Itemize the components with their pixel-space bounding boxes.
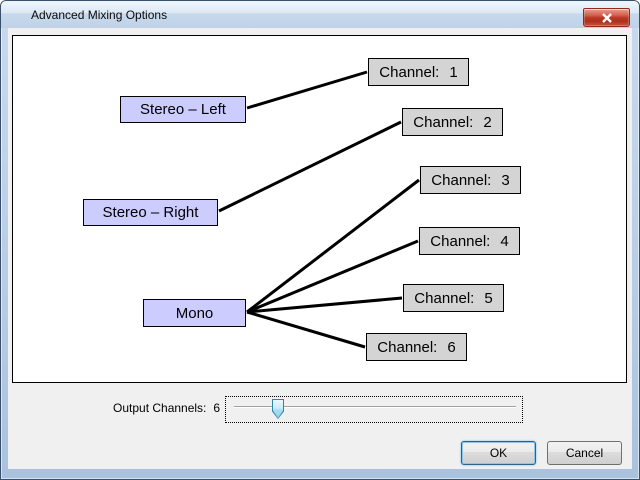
source-box-mono[interactable]: Mono	[143, 299, 246, 327]
channel-label: Channel:	[414, 289, 475, 307]
channel-box-5[interactable]: Channel: 5	[403, 284, 504, 312]
slider-track[interactable]	[234, 406, 516, 408]
cancel-button[interactable]: Cancel	[547, 441, 622, 465]
dialog-content: Stereo – Left Stereo – Right Mono Channe…	[8, 28, 632, 469]
channel-number: 5	[484, 289, 493, 307]
channel-box-1[interactable]: Channel: 1	[368, 58, 469, 86]
source-box-stereo-left[interactable]: Stereo – Left	[120, 96, 246, 123]
channel-label: Channel:	[377, 338, 438, 356]
channel-label: Channel:	[430, 232, 491, 250]
channel-label: Channel:	[379, 63, 440, 81]
ok-button[interactable]: OK	[461, 441, 536, 465]
source-box-stereo-right[interactable]: Stereo – Right	[83, 199, 218, 226]
connection-lines	[218, 70, 420, 349]
channel-box-6[interactable]: Channel: 6	[366, 333, 467, 361]
channel-number: 1	[449, 63, 458, 81]
source-label: Stereo – Left	[140, 101, 226, 118]
channel-box-3[interactable]: Channel: 3	[420, 166, 521, 194]
channel-number: 6	[447, 338, 456, 356]
close-icon	[601, 12, 612, 23]
output-channels-text: Output Channels:	[113, 401, 207, 415]
channel-number: 4	[500, 232, 509, 250]
channel-box-4[interactable]: Channel: 4	[419, 227, 520, 255]
channel-box-2[interactable]: Channel: 2	[402, 108, 503, 136]
channel-number: 3	[501, 171, 510, 189]
source-label: Mono	[175, 304, 214, 322]
slider-thumb-face	[273, 400, 283, 418]
channel-label: Channel:	[431, 171, 492, 189]
close-button[interactable]	[583, 8, 630, 27]
mixing-canvas: Stereo – Left Stereo – Right Mono Channe…	[12, 35, 627, 383]
source-label: Stereo – Right	[102, 204, 199, 221]
channel-label: Channel:	[413, 113, 474, 131]
window-title: Advanced Mixing Options	[31, 8, 168, 22]
channel-number: 2	[483, 113, 492, 131]
title-bar[interactable]: Advanced Mixing Options	[1, 1, 639, 28]
slider-thumb[interactable]	[272, 399, 284, 419]
output-channels-value: 6	[213, 401, 221, 415]
output-channels-label: Output Channels: 6	[113, 401, 220, 415]
output-channels-slider[interactable]	[225, 396, 523, 423]
